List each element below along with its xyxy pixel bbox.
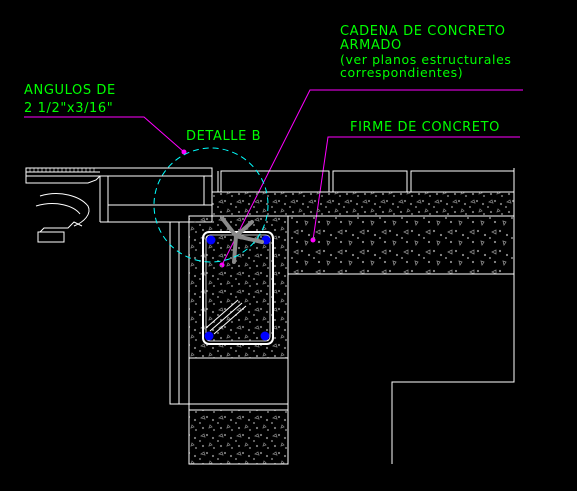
concrete-slab xyxy=(211,168,515,275)
cadena-note-line2: correspondientes) xyxy=(340,65,463,80)
rebar-group xyxy=(204,235,271,341)
tie-lines xyxy=(205,299,247,335)
angulos-label-line2: 2 1/2"x3/16" xyxy=(24,101,113,116)
leader-end-dot-icon xyxy=(181,149,187,155)
right-lower-outline xyxy=(391,274,515,464)
detalle-label: DETALLE B xyxy=(186,129,261,144)
angulos-label-line1: ANGULOS DE xyxy=(24,83,116,98)
cadena-title-line1: CADENA DE CONCRETO xyxy=(340,24,506,39)
window-frame-profile xyxy=(25,167,213,243)
rebar-icon xyxy=(206,235,216,245)
label-group: CADENA DE CONCRETO ARMADO (ver planos es… xyxy=(24,24,512,144)
firme-label: FIRME DE CONCRETO xyxy=(350,120,500,135)
angulos-leader-line xyxy=(24,116,185,153)
cadena-title-line2: ARMADO xyxy=(340,38,402,53)
wall-below xyxy=(188,274,289,465)
cadena-note-line1: (ver planos estructurales xyxy=(340,52,512,67)
rebar-icon xyxy=(260,331,270,341)
rebar-icon xyxy=(204,331,214,341)
detail-b-circle-icon xyxy=(153,147,269,263)
anchor-ties xyxy=(220,216,264,264)
